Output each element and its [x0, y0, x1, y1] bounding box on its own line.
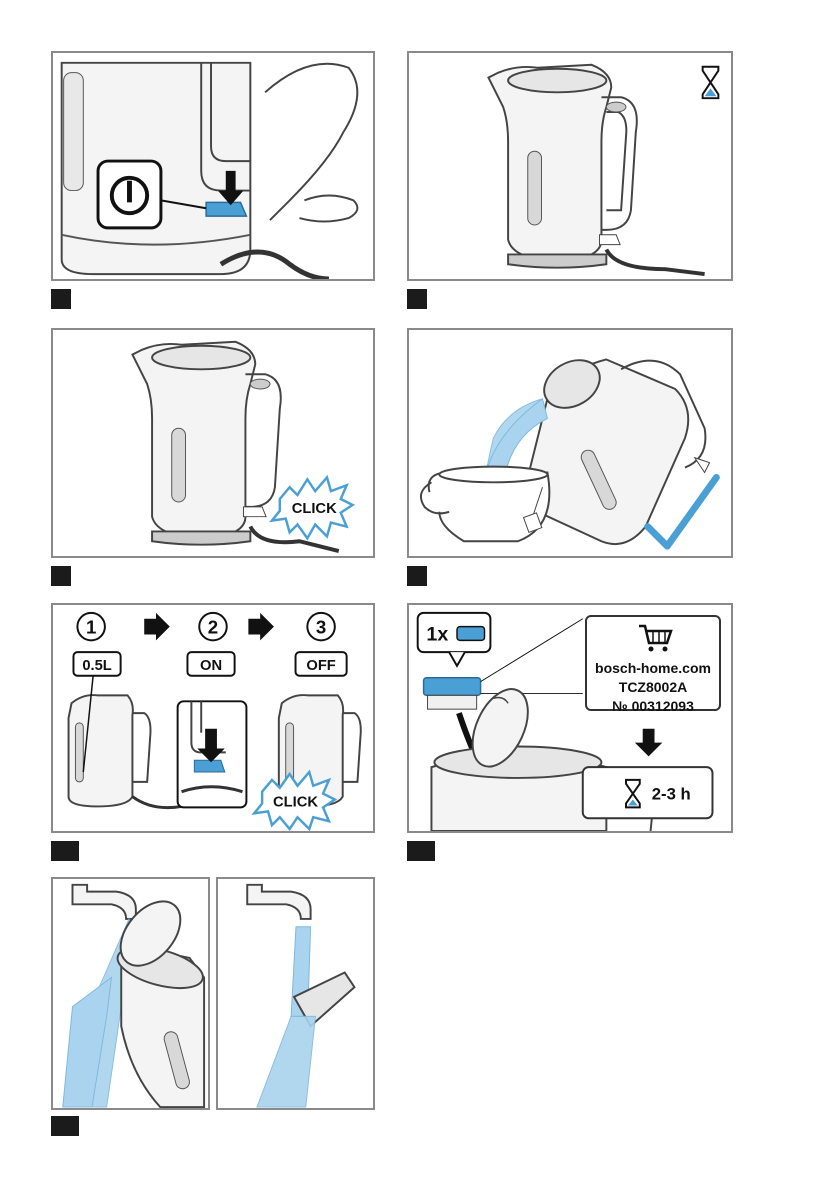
hourglass-icon [703, 67, 719, 98]
panel-5-sequence: 1 2 3 0.5L ON OFF CLICK [51, 603, 375, 833]
click-text: CLICK [292, 501, 337, 517]
volume-label: 0.5L [82, 658, 111, 674]
step-circle-2: 2 [208, 616, 218, 637]
step-number-6 [407, 841, 435, 861]
step-circle-1: 1 [86, 616, 96, 637]
step-number-5 [51, 841, 79, 861]
panel-1-switch-on [51, 51, 375, 281]
duration-label: 2-3 h [652, 785, 691, 804]
arrow-right-icon [144, 613, 170, 641]
shop-model: TCZ8002A [587, 678, 719, 697]
panel-3-auto-off: CLICK [51, 328, 375, 558]
kettle-switch-illustration [53, 53, 373, 279]
shop-website: bosch-home.com [587, 659, 719, 678]
click-text: CLICK [273, 794, 318, 810]
shopping-cart-icon [637, 623, 673, 653]
arrow-down-icon [635, 729, 663, 757]
panel-6-filter-replace: 1x 2-3 h bosch-home.com TCZ8002 [407, 603, 733, 833]
step-number-7 [51, 1116, 79, 1136]
step-circle-3: 3 [316, 616, 326, 637]
panel-2-heating [407, 51, 733, 281]
rinse-filter-illustration [218, 879, 373, 1108]
filter-cartridge-icon [457, 627, 485, 641]
rinse-kettle-illustration [53, 879, 208, 1108]
on-label: ON [200, 658, 222, 674]
shop-info-box: bosch-home.com TCZ8002A № 00312093 [585, 615, 721, 711]
step-number-4 [407, 566, 427, 586]
panel-7a-rinse-kettle [51, 877, 210, 1110]
step-number-2 [407, 289, 427, 309]
arrow-right-icon [248, 613, 274, 641]
step-number-1 [51, 289, 71, 309]
quantity-label: 1x [426, 623, 448, 645]
sequence-illustration: 1 2 3 0.5L ON OFF CLICK [53, 605, 373, 831]
kettle-heating-illustration [409, 53, 731, 279]
panel-7b-rinse-filter [216, 877, 375, 1110]
shop-number: № 00312093 [587, 697, 719, 716]
kettle-pour-illustration [409, 330, 731, 556]
panel-4-pour [407, 328, 733, 558]
off-label: OFF [306, 658, 335, 674]
step-number-3 [51, 566, 71, 586]
kettle-click-illustration: CLICK [53, 330, 373, 556]
